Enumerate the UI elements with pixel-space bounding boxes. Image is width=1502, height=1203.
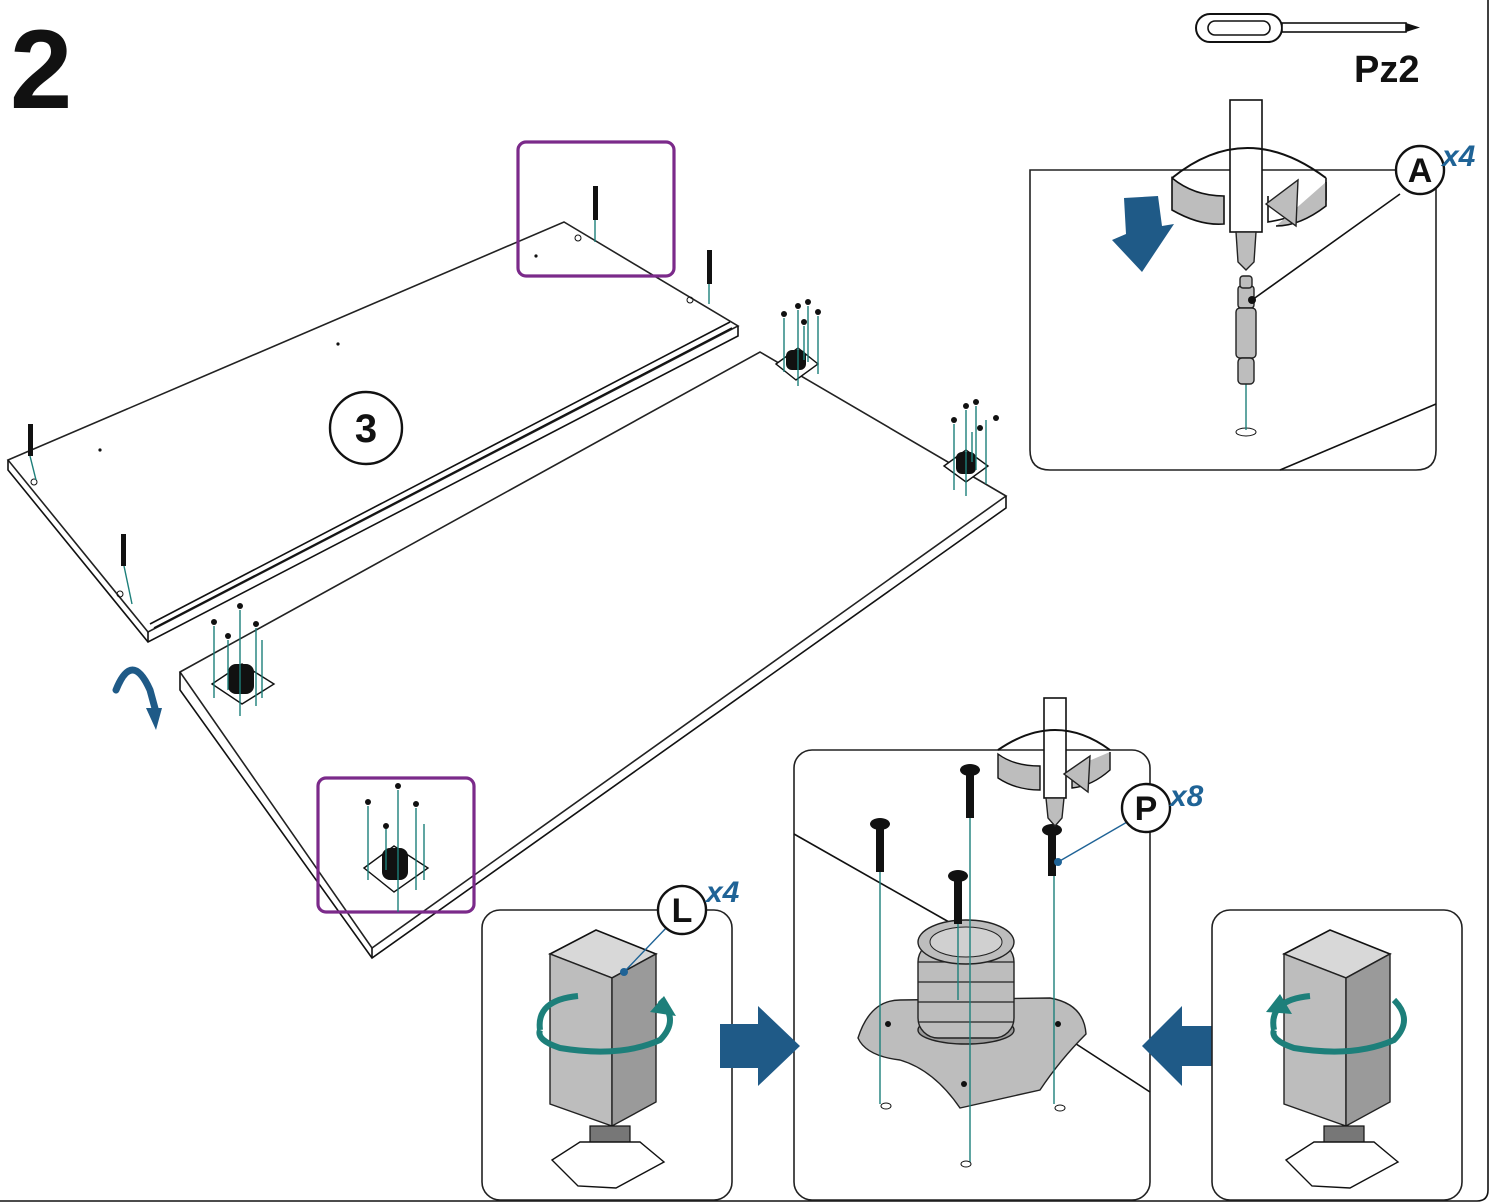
part-label-P: P (1120, 782, 1172, 834)
detail-panel-cam-bolt (1029, 99, 1437, 471)
cam-bolt (121, 534, 133, 605)
flip-arrow-icon (112, 666, 160, 716)
screwdriver-icon (1195, 13, 1420, 43)
leg-plate-with-screws (210, 603, 276, 716)
cam-bolt (28, 424, 37, 481)
detail-panel-plate-screws (793, 697, 1151, 1201)
bottom-board (178, 351, 1008, 960)
part-quantity-A: x4 (1440, 140, 1476, 173)
right-arrow-icon (720, 1006, 800, 1086)
svg-text:L: L (672, 892, 693, 930)
leg-plate-with-screws (362, 783, 430, 912)
part-label-A: A (1394, 144, 1446, 196)
step-number: 2 (10, 7, 72, 132)
highlight-box-cam-bolt (516, 140, 676, 278)
tool-label: Pz2 (1354, 49, 1419, 91)
svg-text:3: 3 (355, 407, 377, 451)
push-down-arrow-icon (1112, 196, 1174, 272)
leg-plate-with-screws (774, 299, 821, 386)
panel-number-badge: 3 (328, 390, 404, 466)
detail-panel-leg (481, 909, 733, 1201)
svg-text:P: P (1135, 790, 1158, 828)
detail-panel-leg-right (1211, 909, 1463, 1201)
leg-plate-with-screws (942, 399, 999, 496)
part-label-L: L (656, 884, 708, 936)
left-arrow-icon (1142, 1006, 1218, 1086)
part-quantity-L: x4 (704, 876, 740, 909)
svg-text:A: A (1408, 152, 1433, 190)
cam-bolt (593, 186, 598, 242)
highlight-box-leg-plate (316, 776, 476, 914)
part-quantity-P: x8 (1168, 780, 1204, 813)
cam-bolt (707, 250, 712, 304)
